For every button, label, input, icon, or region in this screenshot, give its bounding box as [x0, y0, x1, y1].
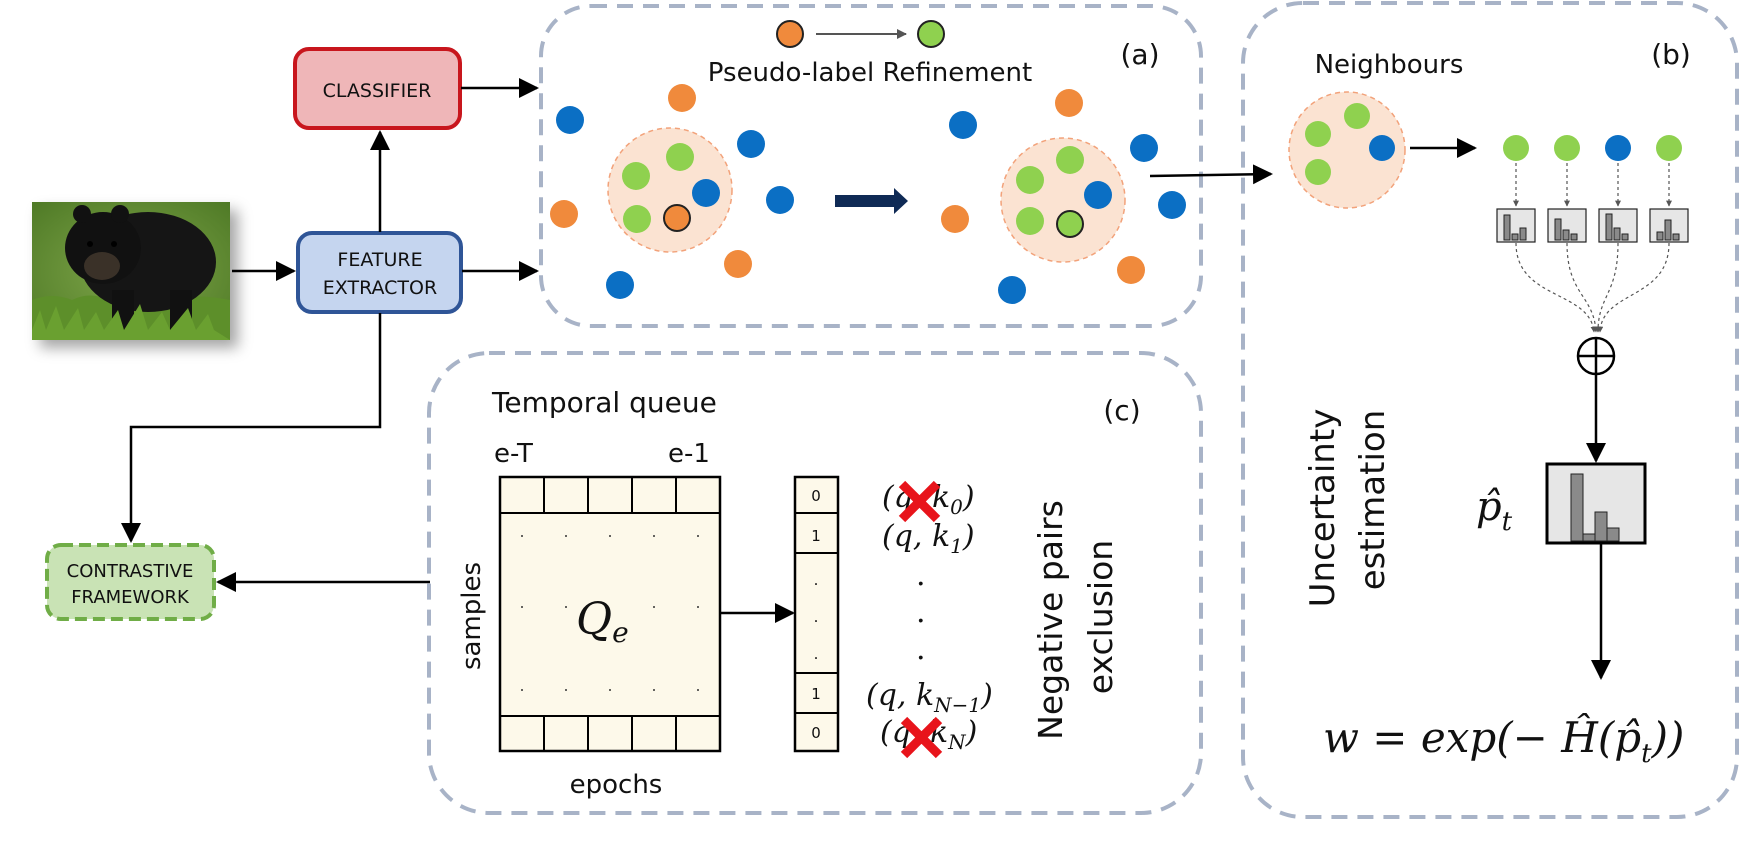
arrow-panel-a-to-panel-b: [1149, 164, 1273, 185]
scatter-before: [550, 84, 794, 299]
small-histograms: [1496, 163, 1689, 333]
arrow-extractor-to-contrastive: [121, 313, 382, 543]
label-e-T: e-T: [494, 439, 533, 469]
classifier-label: CLASSIFIER: [323, 80, 432, 102]
pair-dot-2: .: [916, 595, 926, 630]
contrastive-label-2: FRAMEWORK: [71, 587, 190, 608]
queue-values: 0 1 . . . 1 0: [811, 487, 821, 742]
p-hat-label: p̂t: [1476, 484, 1513, 537]
scatter-after: [941, 89, 1186, 304]
aggregated-histogram: [1545, 462, 1647, 545]
queue-value: .: [814, 571, 819, 589]
feature-extractor-label-2: EXTRACTOR: [323, 277, 437, 299]
panel-b-frame: [1241, 1, 1739, 819]
bear-icon: [32, 202, 230, 340]
left-arrows: [121, 78, 1273, 592]
refinement-arrow-icon: [835, 188, 908, 214]
exclude-cross-icon: [900, 716, 943, 759]
queue-value: 0: [811, 487, 821, 505]
uncertainty-label-1: Uncertainty: [1303, 409, 1343, 608]
pair-dot-3: .: [916, 632, 926, 667]
legend-green-dot: [917, 20, 945, 48]
pair-dot-1: .: [916, 558, 926, 593]
pair-1: (q, k1): [882, 519, 975, 558]
label-e-1: e-1: [668, 439, 710, 469]
temporal-queue-title: Temporal queue: [491, 386, 717, 419]
uncertainty-label-2: estimation: [1353, 410, 1393, 591]
cluster-after: [1000, 137, 1126, 263]
queue-vector: [793, 475, 840, 753]
queue-symbol: Qe: [576, 594, 629, 649]
queue-value: .: [814, 608, 819, 626]
contrastive-label-1: CONTRASTIVE: [67, 561, 194, 582]
panel-c-frame: [427, 351, 1203, 815]
panel-a-title: Pseudo-label Refinement: [708, 58, 1032, 88]
classifier-block: [293, 47, 462, 130]
queue-matrix: [498, 475, 722, 753]
exclude-cross-icon: [898, 480, 941, 523]
queue-value: 1: [811, 685, 821, 703]
contrastive-framework-block: [45, 543, 216, 621]
pair-list: (q, k0) (q, k1) . . . (q, kN−1) (q, kN): [866, 480, 993, 754]
queue-value: .: [814, 645, 819, 663]
neighbour-cluster: [1288, 91, 1406, 209]
panel-c-tag: (c): [1103, 394, 1140, 427]
panel-b-tag: (b): [1651, 38, 1691, 71]
negative-pairs-label-1: Negative pairs: [1031, 500, 1070, 740]
panel-a-tag: (a): [1120, 38, 1159, 71]
queue-value: 0: [811, 724, 821, 742]
queue-value: 1: [811, 527, 821, 545]
cluster-before: [607, 127, 733, 253]
pair-N-1: (q, kN−1): [866, 678, 993, 717]
negative-pairs-label-2: exclusion: [1081, 540, 1120, 694]
legend-orange-dot: [776, 20, 804, 48]
neighbour-list: [1503, 135, 1682, 161]
neighbours-label: Neighbours: [1315, 50, 1464, 80]
weight-formula: w = exp(− Ĥ(p̂t)): [1323, 712, 1684, 769]
samples-label: samples: [457, 562, 487, 670]
epochs-label: epochs: [570, 770, 663, 800]
feature-extractor-block: [296, 231, 463, 314]
feature-extractor-label-1: FEATURE: [337, 249, 422, 271]
